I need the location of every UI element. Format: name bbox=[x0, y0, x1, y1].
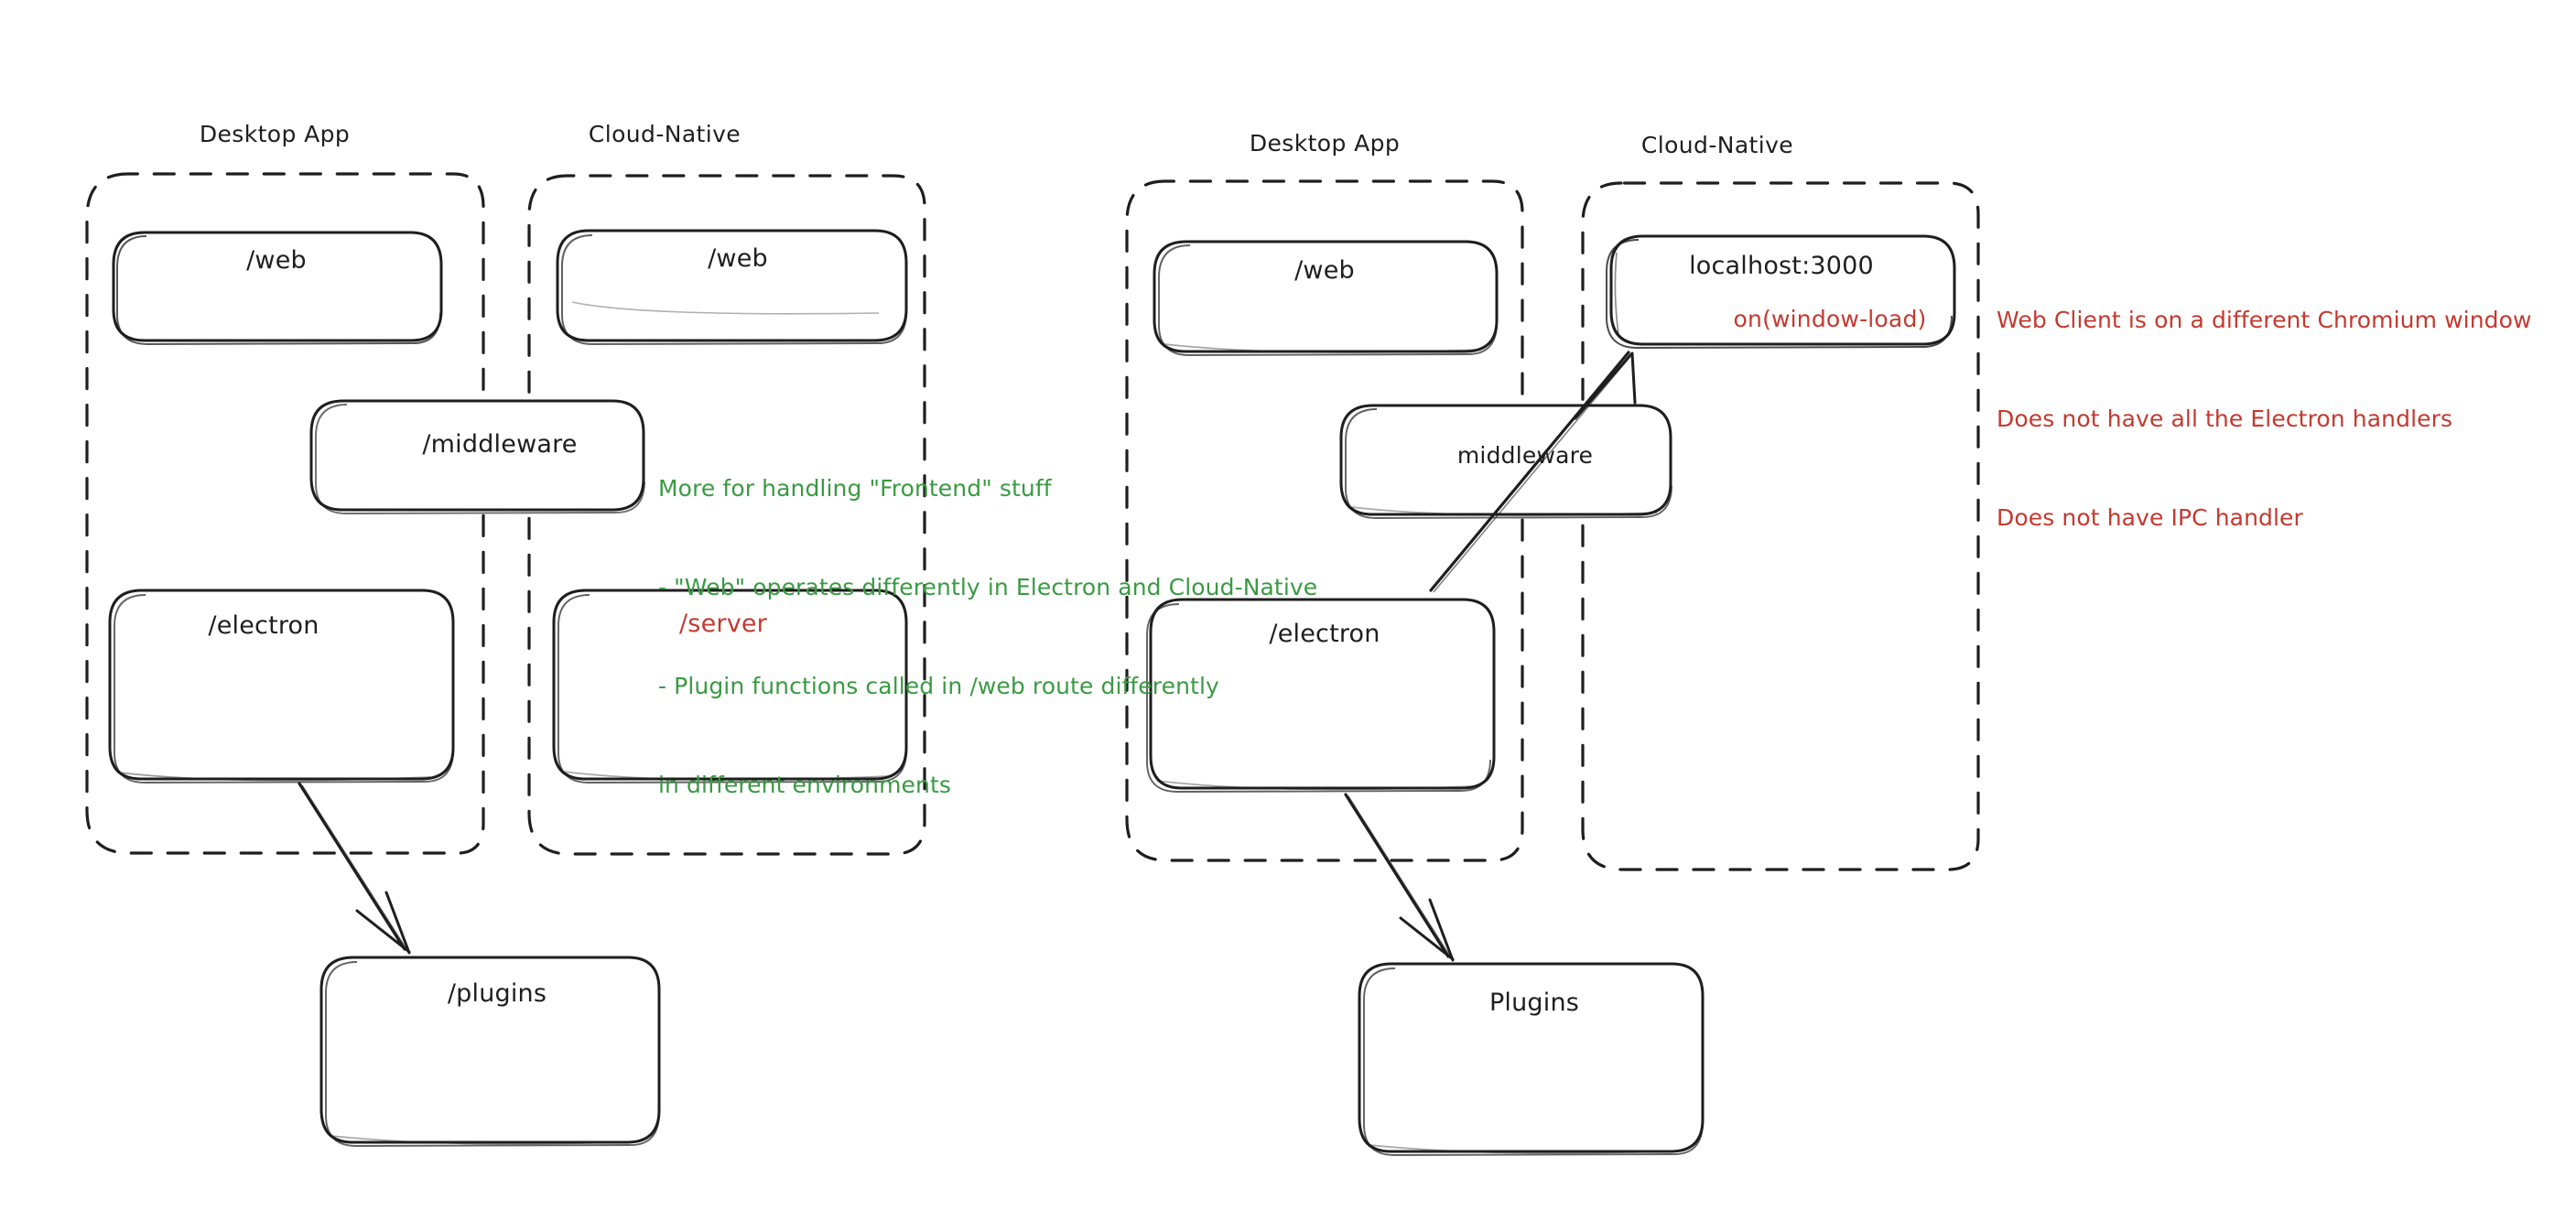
box-label-right-middleware: middleware bbox=[1456, 442, 1594, 469]
box-label-right-localhost: localhost:3000 bbox=[1689, 252, 1874, 280]
group-title-right-desktop: Desktop App bbox=[1249, 130, 1401, 157]
box-label-left-web-desktop: /web bbox=[246, 246, 307, 275]
box-right-web-desktop[interactable] bbox=[1153, 240, 1499, 356]
box-label-right-web-desktop: /web bbox=[1294, 256, 1355, 285]
annotation-green: More for handling "Frontend" stuff - "We… bbox=[658, 406, 1317, 868]
box-left-web-cloud[interactable] bbox=[556, 229, 908, 346]
box-label-left-electron: /electron bbox=[208, 611, 319, 640]
box-label-left-server: /server bbox=[679, 610, 767, 638]
group-title-right-cloud: Cloud-Native bbox=[1640, 132, 1794, 158]
box-left-electron[interactable] bbox=[108, 589, 455, 784]
group-outline-right-desktop bbox=[1125, 179, 1524, 862]
group-title-left-cloud: Cloud-Native bbox=[588, 121, 741, 147]
annotation-green-line-2: - "Web" operates differently in Electron… bbox=[658, 574, 1318, 600]
group-title-left-desktop: Desktop App bbox=[199, 121, 351, 147]
box-label-right-plugins: Plugins bbox=[1488, 989, 1580, 1017]
box-right-plugins[interactable] bbox=[1358, 962, 1705, 1156]
box-left-middleware[interactable] bbox=[309, 399, 645, 514]
box-label-left-web-cloud: /web bbox=[708, 244, 768, 273]
group-outline-right-cloud bbox=[1581, 181, 1980, 871]
group-outline-left-cloud bbox=[527, 174, 926, 856]
box-label-left-middleware: /middleware bbox=[422, 430, 578, 459]
box-left-plugins[interactable] bbox=[319, 956, 661, 1147]
box-right-localhost[interactable] bbox=[1605, 234, 1956, 350]
box-label-right-electron: /electron bbox=[1269, 620, 1380, 648]
annotation-green-line-4: in different environments bbox=[658, 772, 951, 798]
box-left-server[interactable] bbox=[552, 589, 908, 784]
box-right-electron[interactable] bbox=[1146, 598, 1496, 793]
annotation-green-line-1: More for handling "Frontend" stuff bbox=[658, 475, 1052, 502]
box-label-left-plugins: /plugins bbox=[447, 979, 547, 1008]
box-label-right-localhost-sub: on(window-load) bbox=[1733, 306, 1927, 332]
arrow-right-electron-to-localhost bbox=[1429, 351, 1637, 593]
arrow-right-electron-to-plugins bbox=[1344, 793, 1455, 962]
annotation-red-line-1: Web Client is on a different Chromium wi… bbox=[1997, 307, 2532, 333]
annotation-red: Web Client is on a different Chromium wi… bbox=[1997, 238, 2532, 600]
group-outline-left-desktop bbox=[85, 172, 485, 855]
arrow-left-electron-to-plugins bbox=[298, 782, 411, 955]
box-right-middleware[interactable] bbox=[1339, 404, 1672, 519]
box-left-web-desktop[interactable] bbox=[112, 231, 443, 346]
annotation-green-line-3: - Plugin functions called in /web route … bbox=[658, 673, 1219, 699]
annotation-red-line-3: Does not have IPC handler bbox=[1997, 504, 2303, 531]
annotation-red-line-2: Does not have all the Electron handlers bbox=[1997, 405, 2453, 432]
